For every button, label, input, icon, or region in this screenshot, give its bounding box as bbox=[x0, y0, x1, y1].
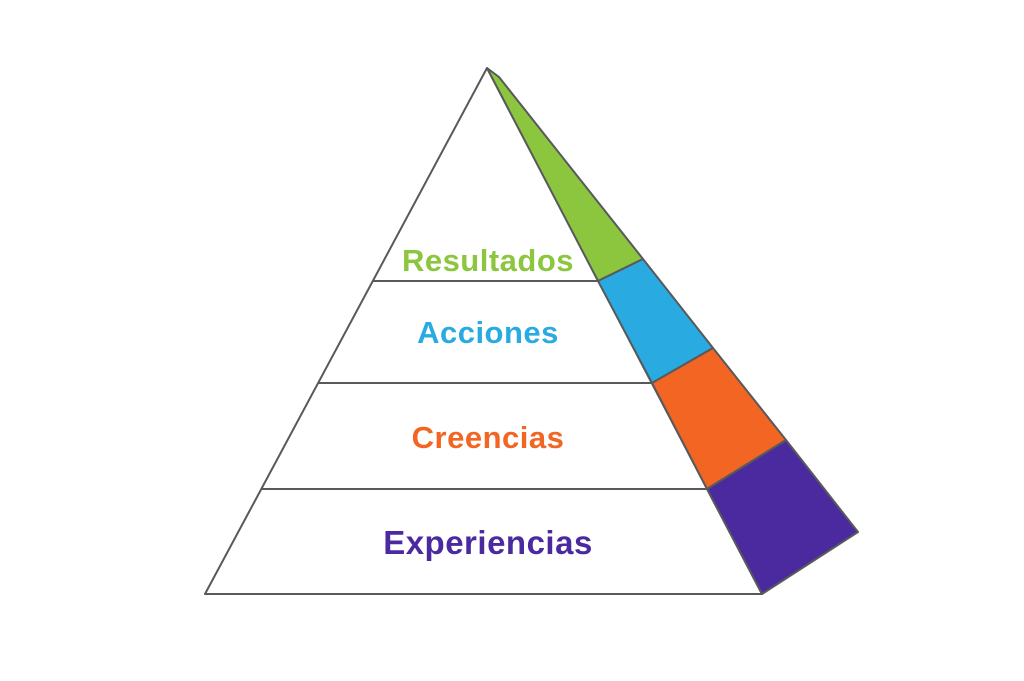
ribbon-segment-experiencias bbox=[706, 439, 859, 595]
level-label-creencias: Creencias bbox=[412, 420, 565, 455]
level-label-experiencias: Experiencias bbox=[383, 524, 593, 561]
level-label-acciones: Acciones bbox=[417, 315, 559, 350]
level-label-resultados: Resultados bbox=[402, 243, 574, 278]
